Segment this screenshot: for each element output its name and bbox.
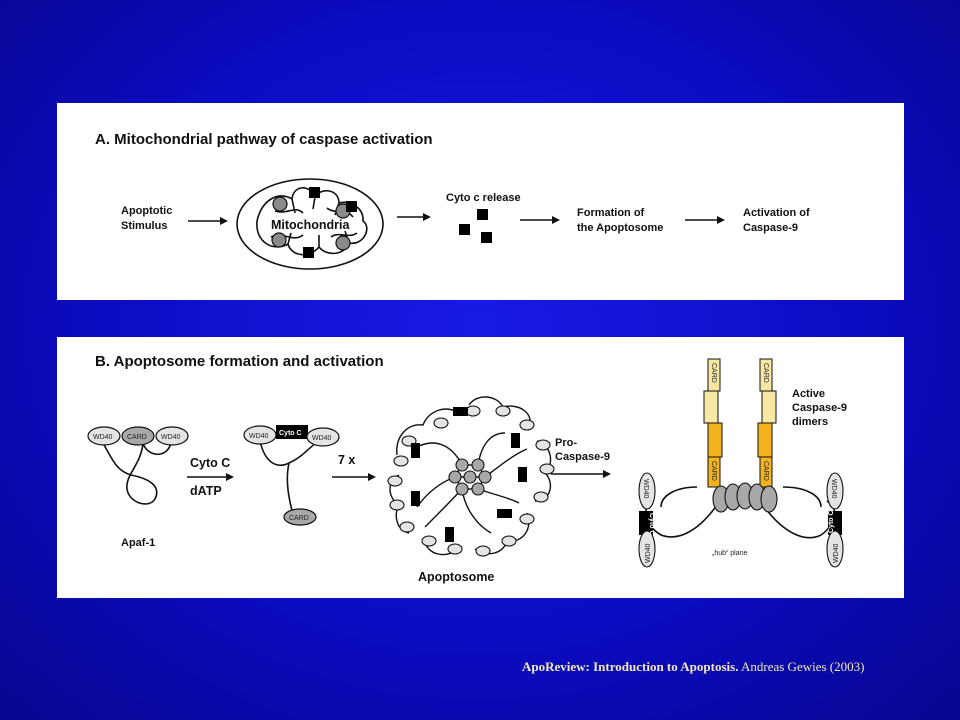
apoptosome-wheel (387, 396, 555, 557)
panel-a: A. Mitochondrial pathway of caspase acti… (57, 103, 904, 300)
arrow-6 (332, 473, 376, 481)
cyto-vertical-left: Cyto C (648, 513, 655, 536)
activation-label-2: Caspase-9 (743, 222, 798, 234)
wd40-label-5: WD40 (642, 479, 649, 499)
arrow-2 (397, 213, 431, 221)
panel-b-title: B. Apoptosome formation and activation (95, 353, 384, 370)
datp-label: dATP (190, 484, 222, 498)
apoptosome-label: Apoptosome (418, 570, 494, 584)
wd40-label-4: WD40 (312, 435, 332, 442)
stimulus-label-1: Apoptotic (121, 205, 172, 217)
card-label-6: CARD (762, 461, 769, 481)
panel-a-diagram: A. Mitochondrial pathway of caspase acti… (95, 131, 810, 270)
apaf1-monomer: WD40 CARD WD40 (87, 426, 189, 505)
formation-label-2: the Apoptosome (577, 222, 663, 234)
hub-plane (644, 482, 836, 539)
wd40-label-6: WD40 (645, 543, 652, 563)
wd40-label-1: WD40 (93, 434, 113, 441)
arrow-1 (188, 217, 228, 225)
wd40-label-7: WD40 (830, 479, 837, 499)
hub-label: „hub“ plane (712, 550, 748, 557)
active-label-1: Active (792, 388, 825, 400)
pro-caspase-label-2: Caspase-9 (555, 451, 610, 463)
wd40-label-2: WD40 (161, 434, 181, 441)
citation-author: Andreas Gewies (2003) (738, 659, 865, 674)
card-label-1: CARD (127, 434, 147, 441)
panel-b-diagram: B. Apoptosome formation and activation W… (87, 353, 847, 584)
arrow-4 (685, 216, 725, 224)
active-label-3: dimers (792, 416, 828, 428)
cyto-c-box-label: Cyto C (279, 430, 302, 437)
active-caspase9-dimers: CARD CARD CARD CARD (703, 358, 777, 488)
arrow-3 (520, 216, 560, 224)
card-label-3: CARD (710, 363, 717, 383)
pro-caspase-label-1: Pro- (555, 437, 577, 449)
mitochondria-label: Mitochondria (271, 218, 351, 232)
apaf1-label: Apaf-1 (121, 537, 155, 549)
panel-a-title: A. Mitochondrial pathway of caspase acti… (95, 131, 433, 148)
arrow-5 (187, 473, 234, 481)
stimulus-label-2: Stimulus (121, 220, 167, 232)
mitochondrion: Mitochondria (236, 178, 384, 270)
wd40-label-3: WD40 (249, 433, 269, 440)
activation-label-1: Activation of (743, 207, 810, 219)
cytochrome-c-squares (459, 209, 492, 243)
wd40-label-8: WD40 (833, 543, 840, 563)
apaf1-side-right: Cyto C WD40 WD40 (826, 472, 844, 568)
times-label: 7 x (338, 453, 355, 467)
apaf1-cytoc-complex: WD40 Cyto C WD40 CARD (243, 425, 340, 526)
panel-b: B. Apoptosome formation and activation W… (57, 337, 904, 598)
cyto-release-label: Cyto c release (446, 192, 521, 204)
active-label-2: Caspase-9 (792, 402, 847, 414)
cyto-vertical-right: Cyto C (828, 510, 835, 533)
formation-label-1: Formation of (577, 207, 645, 219)
cyto-c-label: Cyto C (190, 456, 230, 470)
apaf1-side-left: Cyto C WD40 WD40 (638, 472, 656, 568)
citation-caption: ApoReview: Introduction to Apoptosis. An… (522, 658, 922, 676)
arrow-7 (551, 470, 611, 478)
card-label-5: CARD (710, 461, 717, 481)
card-label-2: CARD (289, 515, 309, 522)
citation-title: ApoReview: Introduction to Apoptosis. (522, 659, 739, 674)
card-label-4: CARD (762, 363, 769, 383)
